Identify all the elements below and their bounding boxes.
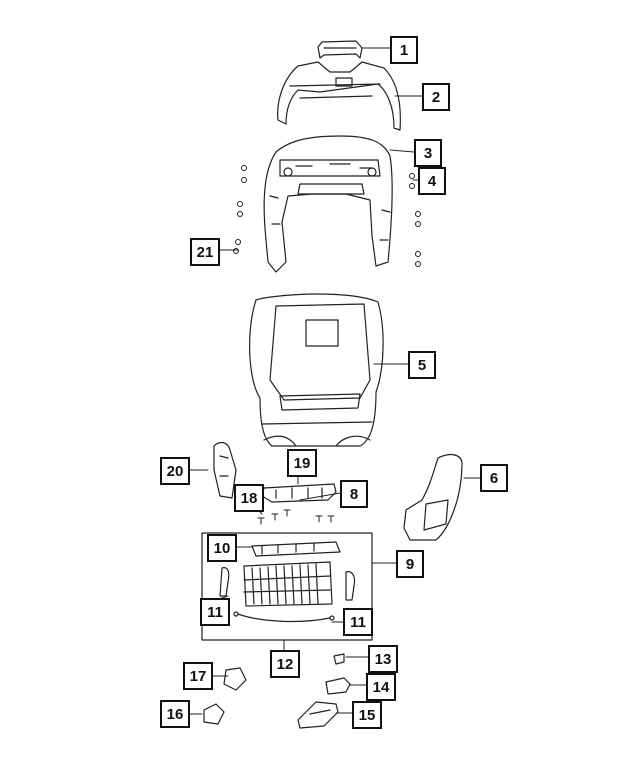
part-4-21-fasteners	[233, 165, 421, 267]
callout-4: 4	[418, 167, 446, 195]
callout-5: 5	[408, 351, 436, 379]
part-5-rear-panel	[249, 293, 384, 447]
callout-15: 15	[352, 701, 382, 729]
part-16-cap	[203, 703, 225, 725]
callout-2: 2	[422, 83, 450, 111]
part-10-lumbar-rail	[251, 541, 341, 557]
callout-19: 19	[287, 449, 317, 477]
callout-16: 16	[160, 700, 190, 728]
callout-10: 10	[207, 534, 237, 562]
callout-11-right: 11	[343, 608, 373, 636]
part-12-cable	[233, 611, 335, 623]
callout-18: 18	[234, 484, 264, 512]
part-11-guides	[219, 567, 356, 601]
callout-11-left: 11	[200, 598, 230, 626]
part-9-lumbar-mat	[243, 561, 333, 607]
part-9-assembly-frame	[201, 532, 373, 641]
part-2-upper-trim	[277, 61, 401, 131]
callout-6: 6	[480, 464, 508, 492]
part-8-18-clips	[257, 509, 335, 525]
part-20-side-bracket	[213, 441, 237, 499]
callout-17: 17	[183, 662, 213, 690]
callout-3: 3	[414, 139, 442, 167]
callout-21: 21	[190, 238, 220, 266]
part-14-cover	[325, 677, 351, 695]
part-1-handle	[317, 40, 363, 59]
callout-8: 8	[340, 480, 368, 508]
part-3-seatback-frame	[263, 135, 393, 273]
callout-20: 20	[160, 457, 190, 485]
part-19-bracket	[261, 483, 337, 503]
part-13-clip	[333, 653, 345, 665]
part-15-bezel	[297, 701, 339, 729]
callout-14: 14	[366, 673, 396, 701]
callout-9: 9	[396, 550, 424, 578]
callout-13: 13	[368, 645, 398, 673]
callout-1: 1	[390, 36, 418, 64]
callout-12: 12	[270, 650, 300, 678]
part-17-cap	[223, 667, 247, 691]
part-6-side-shield	[403, 453, 463, 541]
